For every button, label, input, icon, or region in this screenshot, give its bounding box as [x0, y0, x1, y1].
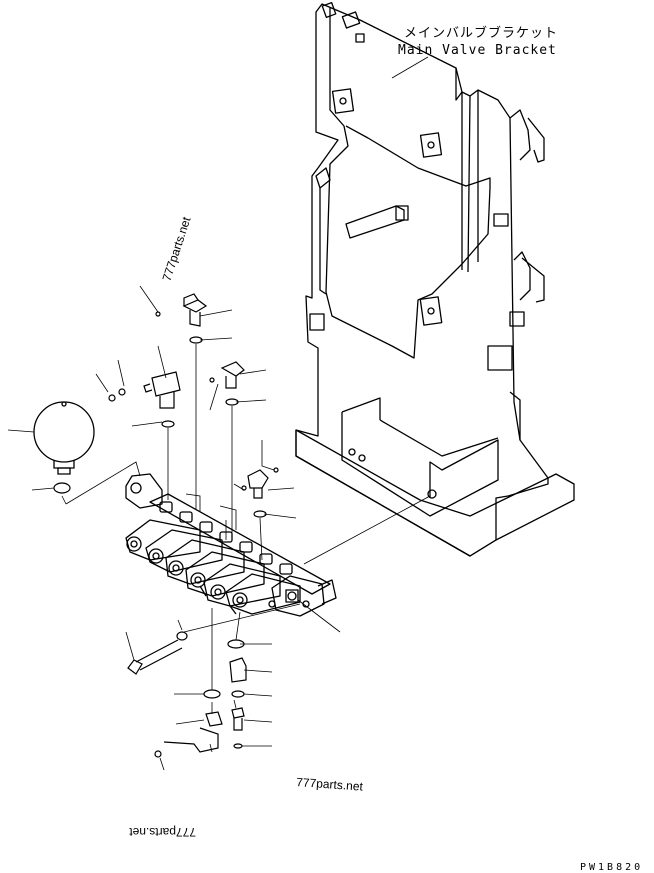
leader-lines	[62, 286, 430, 770]
elbow-fitting-top	[156, 294, 206, 326]
bracket-leader-line	[392, 57, 428, 78]
bracket-label-jp: メインバルブブラケット	[404, 25, 558, 41]
bottom-oring-2	[232, 691, 244, 697]
pressure-switch	[109, 372, 180, 408]
watermark-mirrored: 777parts.net	[129, 825, 196, 839]
main-valve-bracket	[296, 3, 574, 556]
accumulator	[34, 402, 94, 474]
bottom-elbow	[155, 712, 222, 757]
mounting-bolt	[128, 632, 187, 674]
bottom-plug	[230, 658, 246, 682]
bracket-label-en: Main Valve Bracket	[398, 43, 557, 58]
control-valve-assembly	[126, 474, 336, 616]
watermark-mid: 777parts.net	[296, 775, 364, 794]
watermark-rotated: 777parts.net	[160, 215, 194, 283]
bottom-nipple	[232, 708, 244, 748]
tee-fitting	[242, 468, 278, 498]
bottom-oring-3	[204, 690, 220, 698]
valve-brackets	[186, 494, 236, 540]
drawing-code: PW1B820	[580, 862, 643, 873]
elbow-fitting-mid	[210, 362, 244, 388]
accumulator-oring	[54, 483, 70, 493]
oring-small-3	[162, 421, 174, 427]
